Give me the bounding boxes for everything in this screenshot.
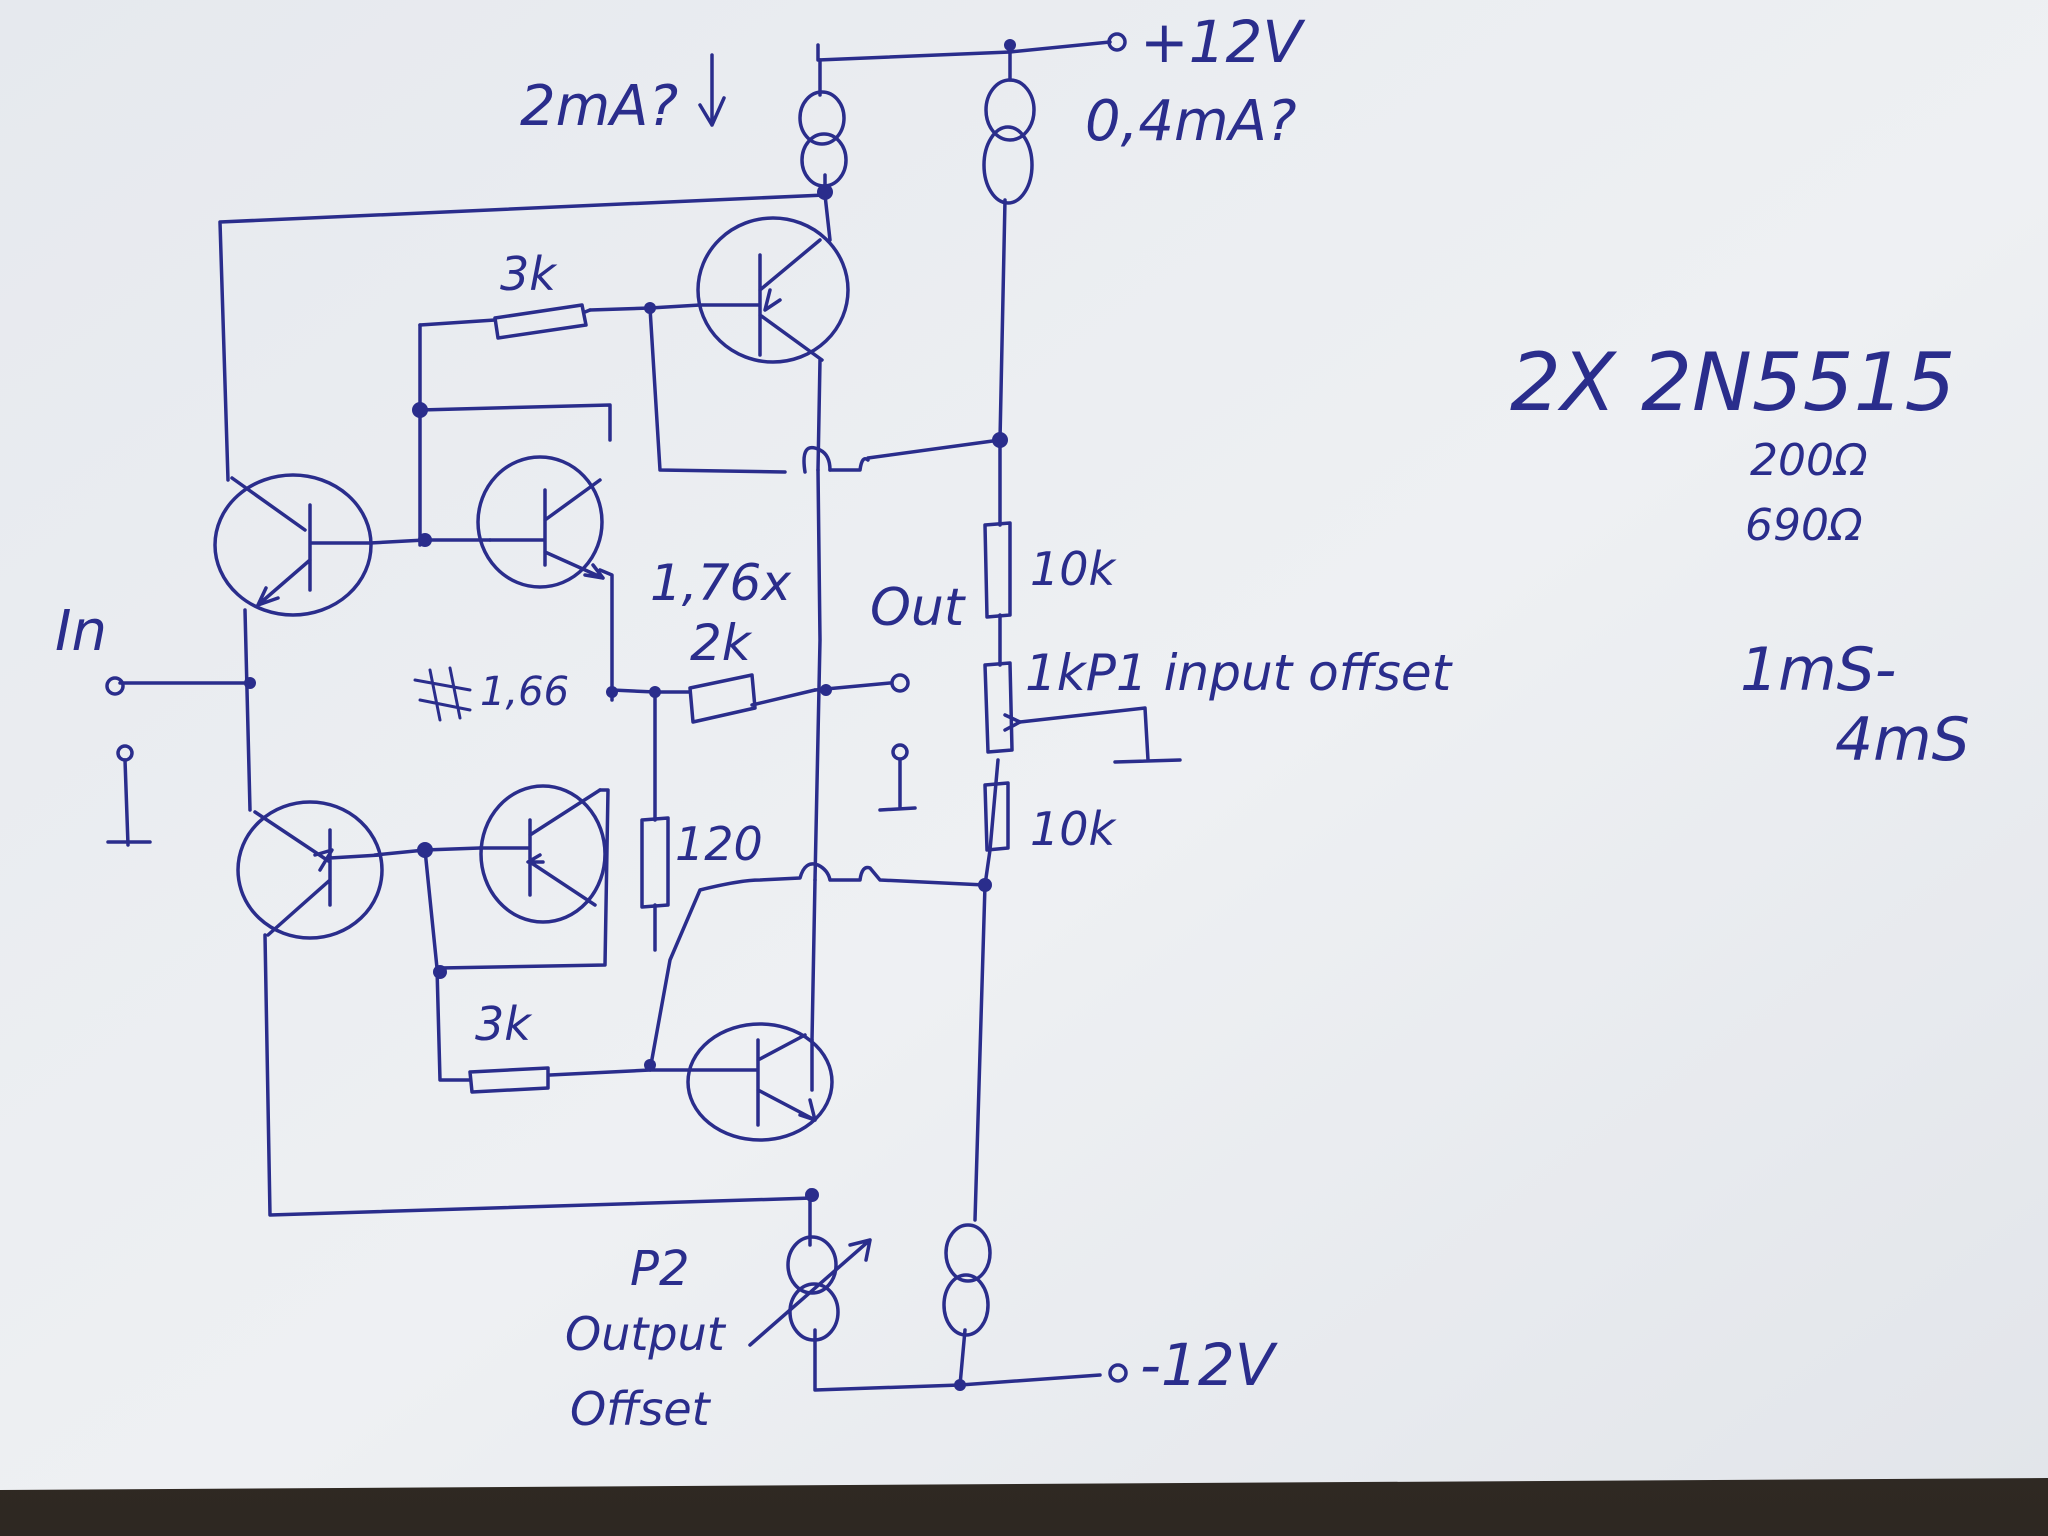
label-crossed-value: 1,66 bbox=[480, 669, 569, 715]
label-output: Out bbox=[870, 578, 966, 638]
label-r-top: 3k bbox=[500, 247, 558, 301]
label-transcond-1: 1mS- bbox=[1740, 635, 1896, 705]
transistor-lower-left bbox=[236, 800, 384, 940]
label-vplus: +12V bbox=[1140, 8, 1306, 76]
label-part-val2: 690Ω bbox=[1745, 500, 1863, 551]
transistor-upper-middle bbox=[476, 455, 605, 589]
label-r-mid-note: 1,76x bbox=[650, 554, 791, 612]
current-source-bottom-right bbox=[942, 1223, 992, 1337]
label-p2-line3: Offset bbox=[570, 1382, 712, 1436]
label-part: 2X 2N5515 bbox=[1510, 336, 1955, 429]
label-transcond-2: 4mS bbox=[1835, 705, 1970, 775]
scribble-correction bbox=[413, 666, 472, 722]
resistor-10k-bottom bbox=[983, 781, 1010, 852]
label-part-val1: 200Ω bbox=[1750, 435, 1868, 486]
current-source-top-left bbox=[798, 90, 848, 188]
label-r-mid: 2k bbox=[690, 614, 753, 672]
current-source-top-right bbox=[982, 78, 1036, 205]
junction-dots bbox=[244, 39, 1016, 1391]
transistor-upper-pnp bbox=[696, 216, 850, 364]
label-r-div-bottom: 10k bbox=[1030, 802, 1118, 856]
paper-sheet bbox=[0, 0, 2048, 1490]
resistor-3k-top bbox=[493, 303, 588, 340]
resistor-10k-top bbox=[983, 521, 1012, 619]
resistor-3k-bottom bbox=[468, 1066, 550, 1094]
label-pot1: 1kP1 input offset bbox=[1025, 644, 1454, 702]
transistor-lower-pnp bbox=[686, 1022, 834, 1142]
label-input: In bbox=[55, 599, 107, 664]
transistor-lower-middle bbox=[478, 784, 607, 924]
resistor-2k bbox=[688, 673, 757, 724]
current-source-bottom-left bbox=[748, 1235, 872, 1347]
label-current-top-left: 2mA? bbox=[520, 74, 678, 139]
label-r-div-top: 10k bbox=[1030, 542, 1118, 596]
label-vminus: -12V bbox=[1140, 1331, 1279, 1399]
label-r-120: 120 bbox=[675, 817, 763, 871]
label-p2-line2: Output bbox=[565, 1307, 727, 1361]
transistor-upper-left bbox=[213, 473, 373, 617]
terminals bbox=[105, 32, 1128, 1383]
label-r-bottom: 3k bbox=[475, 997, 533, 1051]
resistor-120 bbox=[640, 816, 670, 909]
potentiometer-p1 bbox=[983, 661, 1022, 754]
current-arrow-icon bbox=[698, 53, 726, 127]
label-current-top-right: 0,4mA? bbox=[1085, 89, 1297, 154]
label-p2-line1: P2 bbox=[630, 1241, 689, 1297]
